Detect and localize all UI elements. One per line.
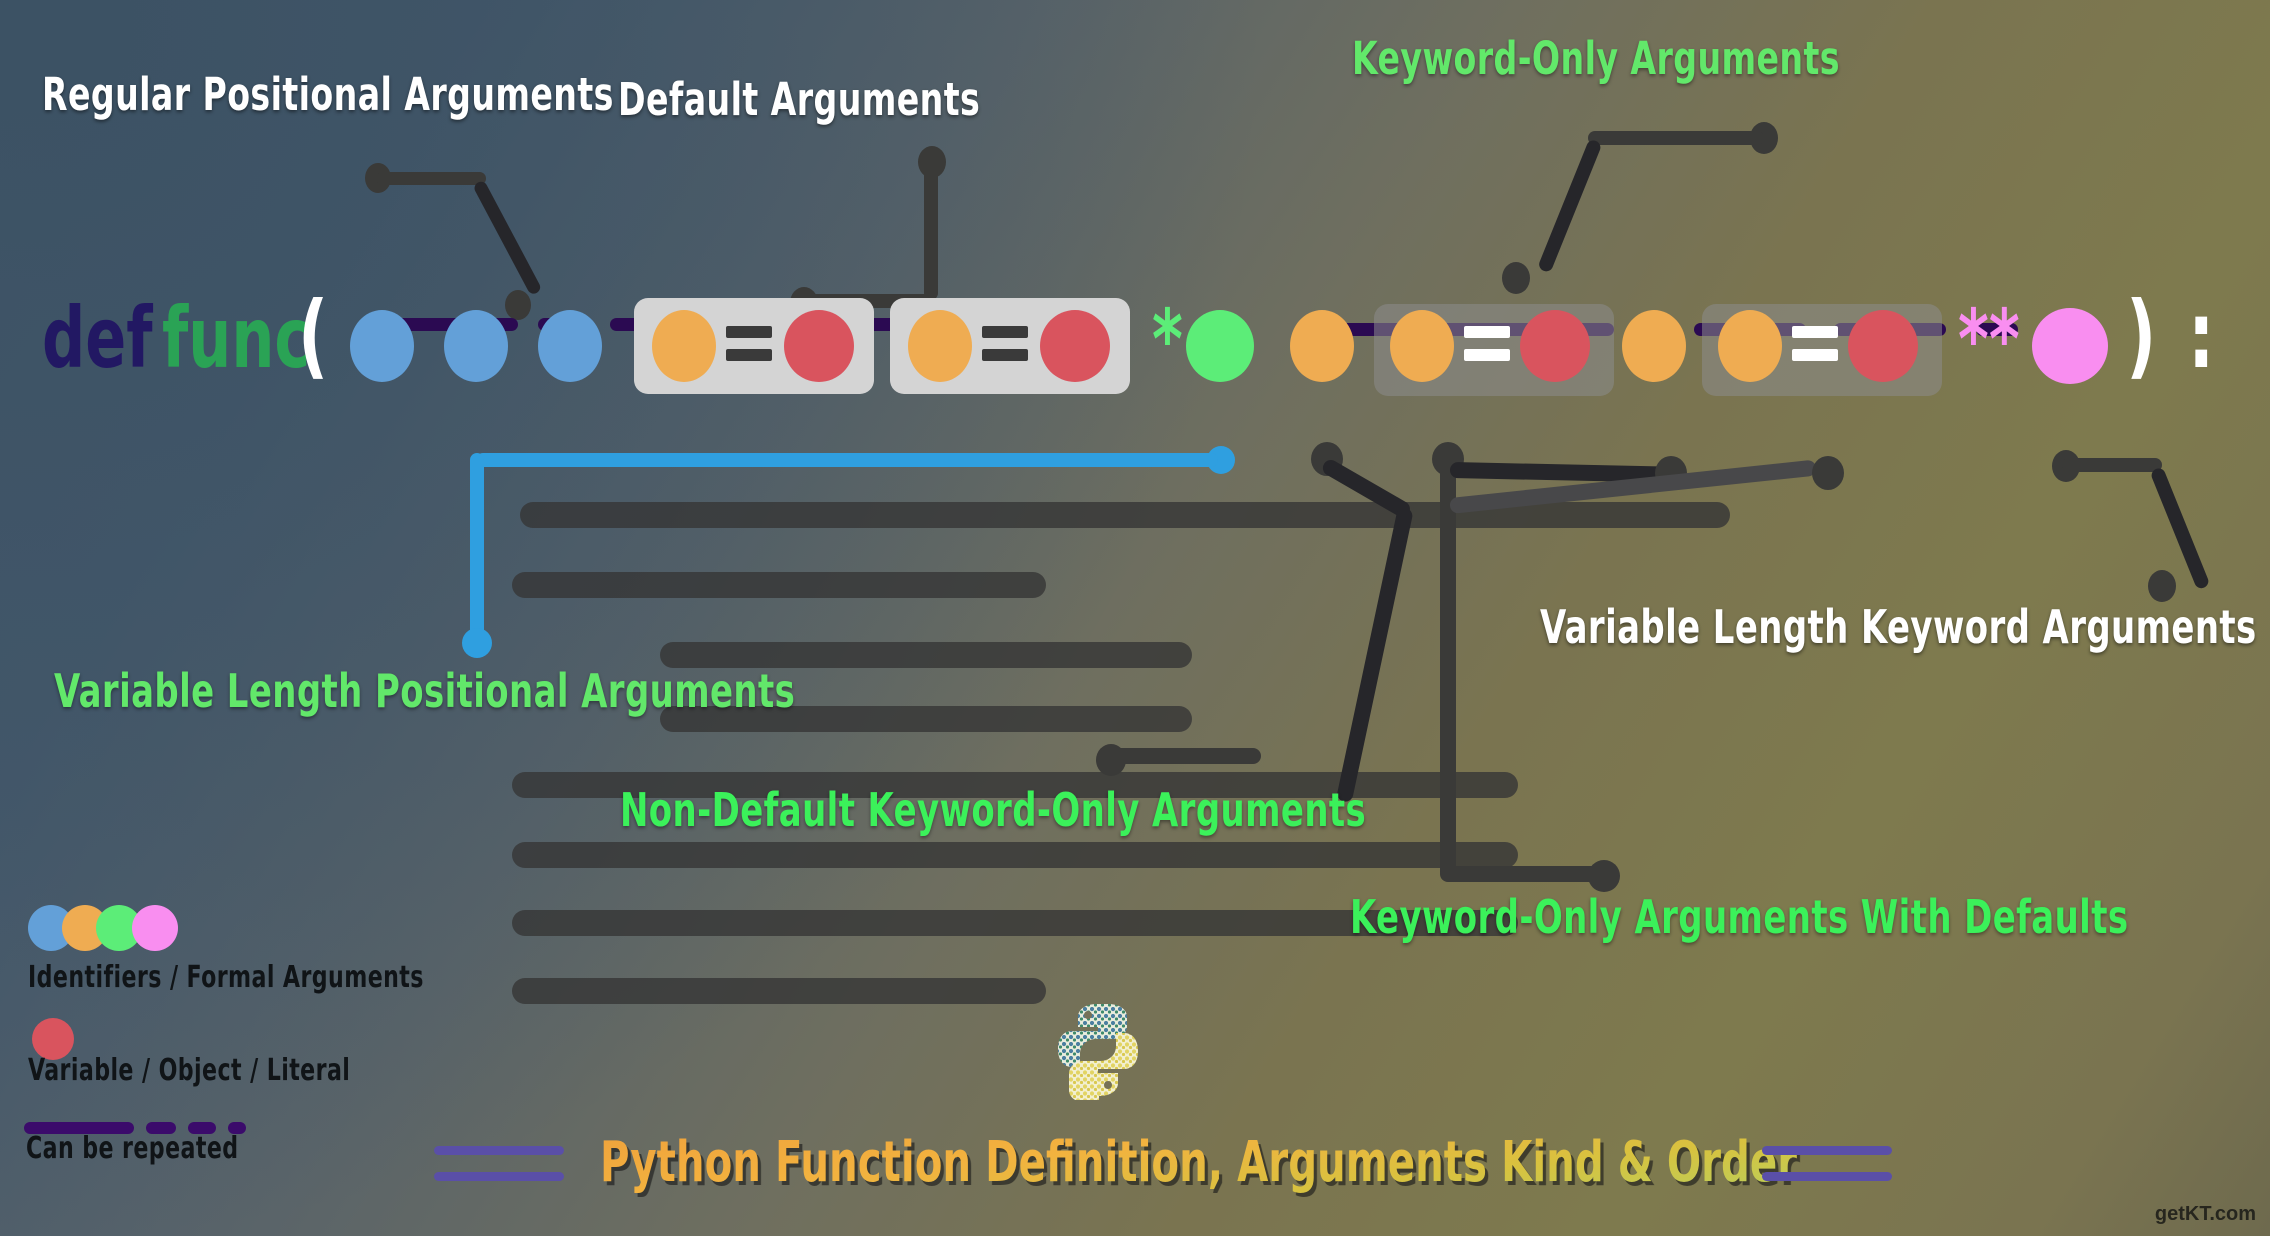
literal-default-1: [784, 310, 854, 382]
callout-default-arguments: Default Arguments: [618, 73, 981, 126]
literal-default-2: [1040, 310, 1110, 382]
footer-rail-right: [1762, 1146, 1892, 1181]
identifier-keyword-only-default-2: [1718, 310, 1782, 382]
keyword-def: def: [42, 289, 153, 387]
connector-regular-positional-diag: [472, 179, 543, 296]
equals-sign-4: [1792, 326, 1838, 361]
connector-nondefault-kwonly-seg3: [1105, 748, 1261, 764]
identifier-var-positional: [1186, 310, 1254, 382]
connector-regular-positional-h: [376, 172, 486, 185]
identifier-default-2: [908, 310, 972, 382]
connector-keyword-only-diag: [1537, 138, 1603, 274]
callout-var-len-keyword: Variable Length Keyword Arguments: [1540, 600, 2257, 654]
connector-default-args-v: [924, 160, 938, 300]
connector-dot-regular-positional-end: [505, 290, 531, 320]
callout-var-len-positional: Variable Length Positional Arguments: [54, 664, 796, 718]
identifier-default-1: [652, 310, 716, 382]
connector-dot-keyword-only-end: [1502, 262, 1530, 294]
connector-keyword-only-h: [1588, 131, 1764, 145]
identifier-positional-3: [538, 310, 602, 382]
code-body-line-3: [660, 642, 1192, 668]
connector-varkw-h: [2062, 458, 2162, 472]
code-body-line-8: [512, 978, 1046, 1004]
identifier-positional-2: [444, 310, 508, 382]
star-operator: *: [1152, 293, 1183, 388]
connector-kwonly-defaults-h: [1440, 866, 1608, 882]
identifier-var-keyword: [2032, 308, 2108, 384]
connector-kwonly-defaults-v: [1440, 456, 1456, 880]
legend-repeat-rail: [24, 1122, 254, 1134]
legend-swatch-red: [32, 1018, 74, 1060]
callout-non-default-keyword-only: Non-Default Keyword-Only Arguments: [620, 783, 1367, 837]
code-body-line-1: [520, 502, 1730, 528]
connector-var-positional-v: [470, 453, 484, 643]
watermark: getKT.com: [2154, 1203, 2256, 1225]
code-body-line-2: [512, 572, 1046, 598]
code-body-line-6: [512, 842, 1518, 868]
identifier-positional-1: [350, 310, 414, 382]
equals-sign-1: [726, 326, 772, 361]
connector-nondefault-kwonly-seg2: [1335, 506, 1414, 804]
colon: :: [2188, 282, 2215, 389]
legend-label-repeat: Can be repeated: [26, 1131, 239, 1166]
legend-label-identifiers: Identifiers / Formal Arguments: [28, 960, 424, 995]
literal-keyword-only-default-2: [1848, 310, 1918, 382]
function-name: func: [162, 289, 311, 387]
connector-dot-kwonly-group-b: [1812, 456, 1844, 490]
footer-title: Python Function Definition, Arguments Ki…: [600, 1130, 1798, 1195]
legend-swatch-pink: [132, 905, 178, 951]
equals-sign-3: [1464, 326, 1510, 361]
function-signature-line: def func ( *: [0, 286, 2270, 396]
equals-sign-2: [982, 326, 1028, 361]
connector-dot-varkw-end: [2148, 570, 2176, 602]
paren-open: (: [298, 282, 329, 389]
connector-dot-var-positional-end: [462, 628, 492, 658]
code-body-line-4: [660, 706, 1192, 732]
identifier-keyword-only-1: [1290, 310, 1354, 382]
callout-keyword-only-with-defaults: Keyword-Only Arguments With Defaults: [1350, 890, 2129, 944]
paren-close: ): [2126, 282, 2157, 389]
connector-var-positional-h: [476, 453, 1218, 467]
connector-dot-kwonly-defaults-end: [1588, 860, 1620, 892]
legend-label-variable: Variable / Object / Literal: [28, 1053, 351, 1088]
callout-regular-positional: Regular Positional Arguments: [42, 68, 614, 121]
callout-keyword-only: Keyword-Only Arguments: [1352, 32, 1840, 85]
python-logo-icon: [1058, 1004, 1138, 1100]
footer-rail-left: [434, 1146, 564, 1181]
double-star-operator: **: [1958, 293, 2020, 388]
code-body-line-7: [512, 910, 1518, 936]
identifier-keyword-only-default-1: [1390, 310, 1454, 382]
connector-dot-nondefault-kwonly-end: [1096, 744, 1126, 776]
literal-keyword-only-default-1: [1520, 310, 1590, 382]
identifier-keyword-only-2: [1622, 310, 1686, 382]
